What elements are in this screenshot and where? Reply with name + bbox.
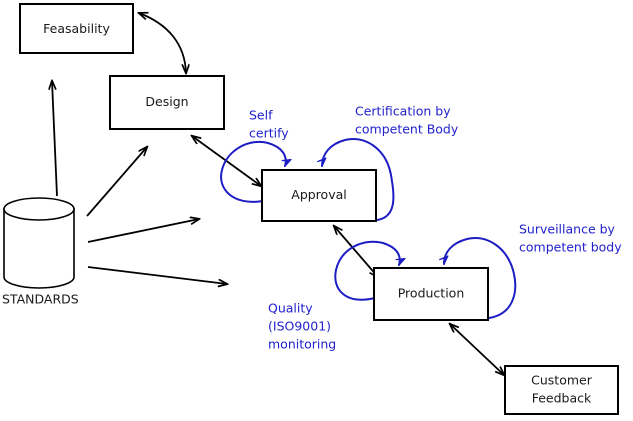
flow-standards-to-design (86, 147, 147, 217)
flow-production-customer-feedback (450, 324, 504, 375)
feasability-label: Feasability (43, 21, 110, 36)
surveillance-line-1: Surveillance by (519, 222, 616, 237)
flow-standards-to-approval (87, 219, 199, 243)
flow-feasability-design (139, 13, 186, 73)
certification-line-1: Certification by (355, 104, 451, 119)
quality-line-2: (ISO9001) (268, 319, 331, 334)
node-production[interactable]: Production (373, 267, 489, 321)
label-self-certify: Self certify (249, 108, 289, 141)
standards-cylinder-body (3, 208, 75, 289)
self-certify-line-2: certify (249, 126, 289, 141)
node-feasability[interactable]: Feasability (19, 3, 134, 54)
design-label: Design (145, 94, 188, 109)
flow-standards-to-production (87, 266, 227, 284)
loop-quality-iso9001-monitoring (334, 240, 406, 301)
label-quality-iso9001-monitoring: Quality (ISO9001) monitoring (268, 301, 336, 352)
self-certify-line-1: Self (249, 108, 273, 123)
approval-box[interactable] (261, 169, 377, 222)
label-surveillance-competent-body: Surveillance by competent body (519, 222, 622, 255)
quality-line-1: Quality (268, 301, 313, 316)
customer-feedback-label-line-1: Customer (531, 373, 593, 388)
production-label: Production (398, 286, 465, 301)
flow-standards-to-feasability (52, 81, 58, 197)
standards-label: STANDARDS (2, 292, 79, 307)
loop-certification-competent-body (317, 137, 395, 221)
design-box[interactable] (109, 75, 225, 130)
node-customer-feedback[interactable]: Customer Feedback (504, 365, 619, 415)
customer-feedback-label-line-2: Feedback (532, 391, 592, 406)
quality-line-3: monitoring (268, 337, 336, 352)
node-design[interactable]: Design (109, 75, 225, 130)
loop-self-certify (220, 140, 292, 203)
production-box[interactable] (373, 267, 489, 321)
loop-surveillance-competent-body (439, 236, 517, 319)
standards-cylinder-top (3, 197, 75, 221)
certification-line-2: competent Body (355, 122, 459, 137)
approval-label: Approval (291, 187, 346, 202)
customer-feedback-box[interactable] (504, 365, 619, 415)
label-certification-competent-body: Certification by competent Body (355, 104, 459, 137)
data-store-standards: STANDARDS (2, 197, 79, 307)
node-approval[interactable]: Approval (261, 169, 377, 222)
surveillance-line-2: competent body (519, 240, 622, 255)
flow-approval-production (334, 226, 378, 277)
feasability-box[interactable] (19, 3, 134, 54)
